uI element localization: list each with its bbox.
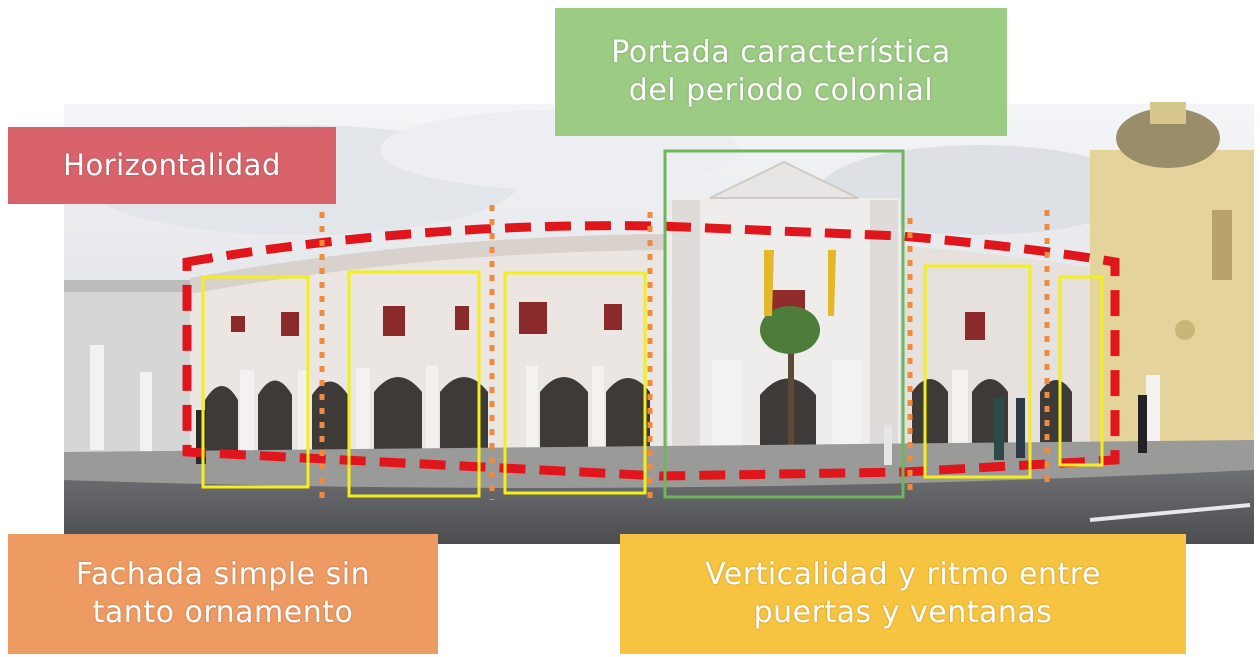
label-verticalidad-line2: puertas y ventanas — [753, 595, 1053, 630]
label-horizontalidad-text: Horizontalidad — [63, 147, 281, 182]
rhythm-box-2 — [347, 270, 481, 498]
label-portada-line2: del periodo colonial — [628, 73, 934, 108]
rhythm-box-3 — [503, 271, 647, 495]
rhythm-boxes — [201, 264, 1104, 498]
label-fachada-line1: Fachada simple sin — [75, 556, 371, 592]
label-verticalidad: Verticalidad y ritmo entre puertas y ven… — [620, 534, 1186, 654]
label-fachada: Fachada simple sin tanto ornamento — [8, 534, 438, 654]
vertical-axes — [319, 205, 1050, 502]
label-verticalidad-line1: Verticalidad y ritmo entre — [705, 556, 1101, 592]
label-horizontalidad: Horizontalidad — [8, 127, 336, 204]
label-portada: Portada característica del periodo colon… — [555, 8, 1007, 136]
rhythm-box-4 — [923, 264, 1032, 479]
label-portada-line1: Portada característica — [611, 34, 951, 70]
rhythm-box-5 — [1058, 275, 1104, 467]
rhythm-box-1 — [201, 275, 310, 489]
label-fachada-line2: tanto ornamento — [92, 595, 354, 630]
portal-box — [663, 149, 905, 499]
